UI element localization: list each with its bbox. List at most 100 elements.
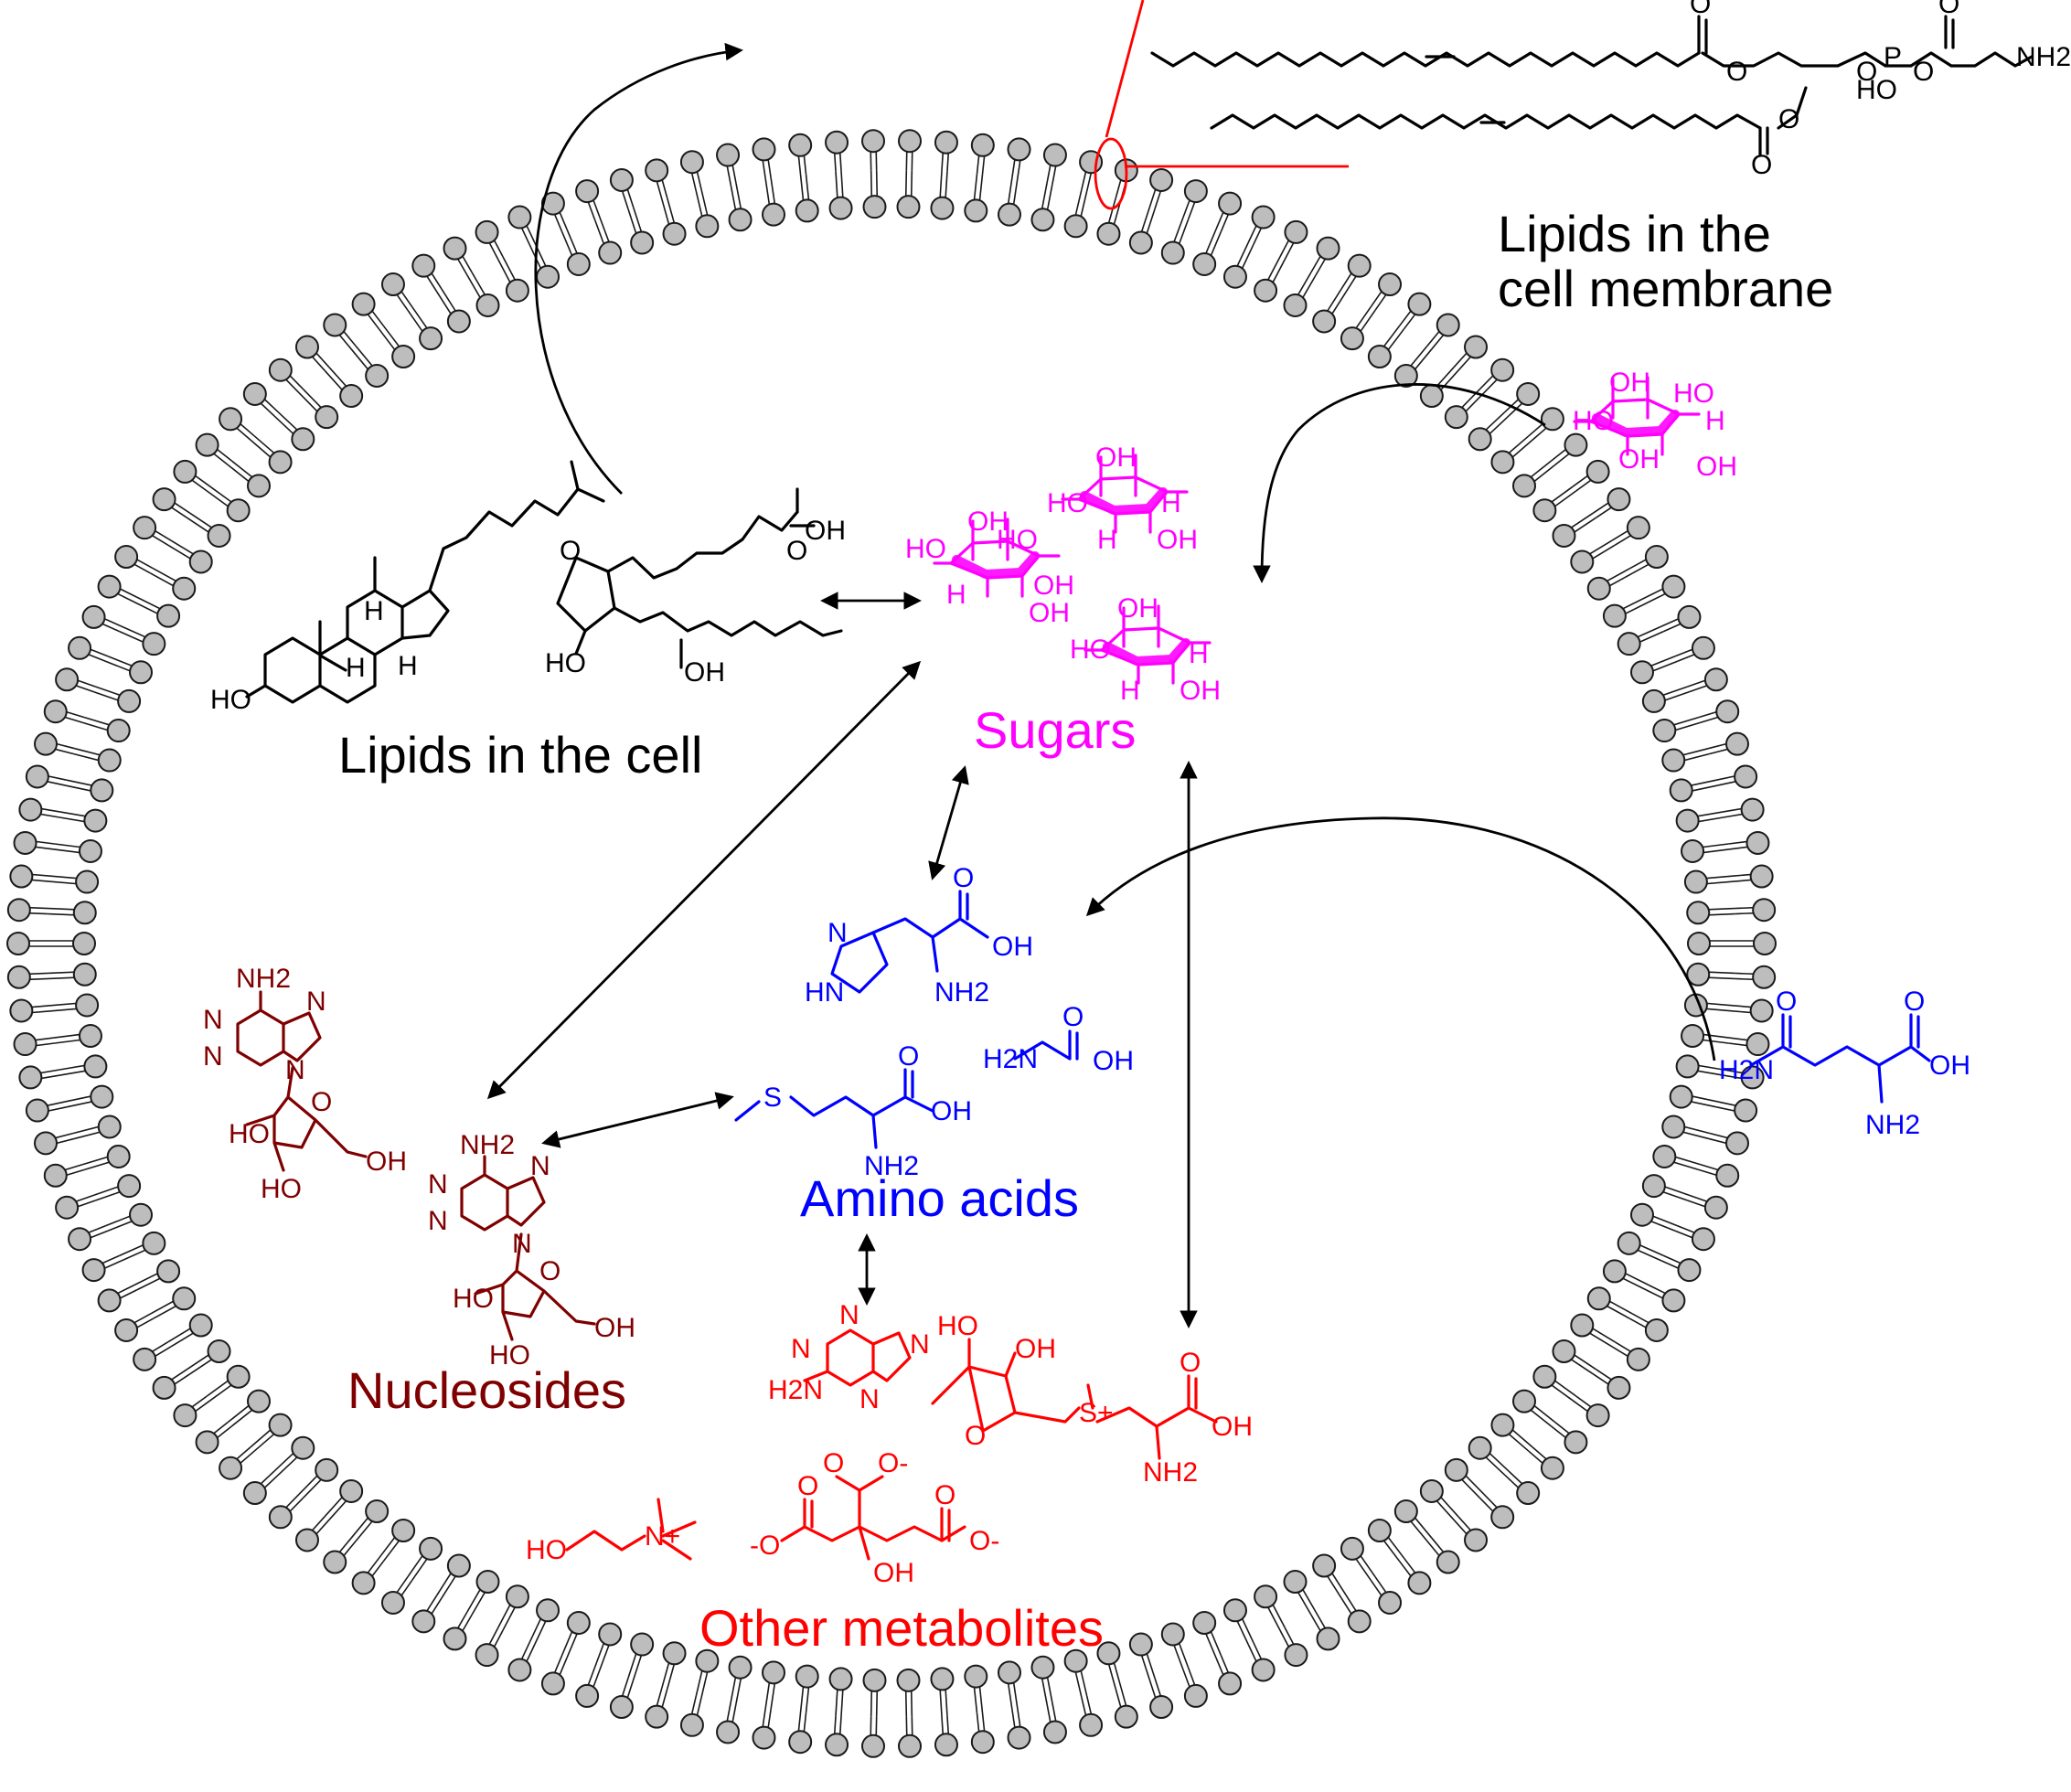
lipid-head — [728, 1655, 753, 1680]
svg-text:N: N — [827, 918, 848, 948]
lipid-head — [1407, 1571, 1432, 1595]
lipid-head — [323, 1550, 347, 1574]
lipid-head — [1160, 240, 1185, 265]
svg-text:O: O — [934, 1480, 955, 1510]
lipid-head — [446, 309, 471, 334]
lipid-head — [1669, 1084, 1693, 1109]
svg-text:OH: OH — [1696, 452, 1737, 482]
svg-text:O: O — [797, 1471, 818, 1501]
lipid-head — [1464, 1528, 1489, 1552]
lipid-head — [97, 574, 122, 599]
arrow-sugars-nucleosides — [486, 660, 922, 1100]
lipid-head — [507, 205, 532, 229]
lipid-head — [1629, 1202, 1654, 1227]
lipid-head — [114, 545, 139, 570]
svg-text:H2N: H2N — [768, 1375, 823, 1405]
lipid-head — [365, 363, 390, 388]
lipid-head — [1367, 1519, 1392, 1543]
svg-text:P: P — [1884, 42, 1902, 72]
svg-text:H: H — [364, 596, 384, 626]
glucose-outside-atoms: OH HO HO H OH OH — [1573, 368, 1737, 482]
lipid-head — [1540, 1456, 1564, 1480]
lipid-head — [268, 450, 293, 475]
lipid-head — [1752, 898, 1777, 923]
lipid-head — [68, 635, 92, 660]
svg-text:N: N — [306, 987, 326, 1017]
lipid-head — [930, 196, 955, 220]
lipid-head — [68, 1227, 92, 1252]
lipid-head — [1007, 137, 1031, 162]
svg-text:O: O — [1776, 987, 1797, 1017]
svg-text:NH2: NH2 — [2016, 42, 2071, 72]
lipid-head — [391, 1519, 416, 1543]
lipid-head — [1347, 1609, 1372, 1634]
lipid-head — [1512, 474, 1537, 498]
svg-text:OH: OH — [1618, 444, 1660, 475]
svg-text:O: O — [1856, 57, 1877, 87]
svg-text:HO: HO — [1070, 635, 1111, 665]
lipid-head — [1641, 1174, 1666, 1199]
lipid-head — [1570, 1313, 1595, 1338]
svg-text:Lipids in the: Lipids in the — [1498, 205, 1771, 262]
lipid-head — [1677, 604, 1702, 629]
label-other-metabolites: Other metabolites — [699, 1599, 1104, 1657]
adenosine-2-atoms: NH2 N N N N O HO HO OH — [428, 1130, 635, 1371]
lipid-head — [970, 1730, 995, 1755]
lipid-head — [219, 1456, 243, 1480]
lipid-head — [1340, 1536, 1364, 1561]
lipid-head — [9, 998, 34, 1023]
lipid-head — [1734, 1098, 1758, 1123]
lipid-head — [1063, 214, 1088, 239]
arrow-sugars-aminoacids — [928, 765, 969, 880]
lipid-head — [1393, 363, 1418, 388]
lipid-head — [172, 1286, 197, 1311]
lipid-head — [75, 869, 100, 894]
lipid-head — [1675, 808, 1700, 833]
svg-text:OH: OH — [1093, 1046, 1134, 1076]
lipid-head — [1644, 545, 1669, 570]
svg-text:N: N — [910, 1329, 930, 1360]
svg-text:H: H — [1161, 488, 1181, 518]
svg-text:NH2: NH2 — [864, 1151, 919, 1181]
sam-atoms: N N H2N N N O HO OH S+ O OH NH2 — [768, 1300, 1253, 1488]
svg-text:N: N — [203, 1041, 223, 1072]
svg-text:O: O — [539, 1256, 560, 1286]
lipid-head — [964, 198, 988, 223]
lipid-head — [862, 1668, 887, 1692]
lipid-head — [97, 1288, 122, 1313]
svg-text:S: S — [763, 1083, 782, 1113]
lipid-head — [133, 1347, 157, 1371]
lipid-head — [18, 1065, 43, 1090]
lipid-head — [1316, 1627, 1340, 1651]
lipid-head — [1686, 962, 1711, 987]
lipid-head — [207, 523, 231, 548]
membrane-lipid-tails — [22, 144, 1761, 1743]
lipid-head — [129, 1202, 154, 1227]
lipid-head — [83, 808, 108, 833]
svg-text:HO: HO — [229, 1119, 270, 1149]
lipid-head — [1378, 1590, 1403, 1615]
lipid-head — [788, 133, 813, 157]
lipid-head — [78, 838, 102, 863]
lipid-head — [1114, 1704, 1138, 1729]
lipid-head — [788, 1730, 813, 1755]
lipid-head — [1586, 576, 1611, 601]
lipid-head — [25, 764, 49, 789]
lipid-head — [1192, 1611, 1217, 1636]
lipid-head — [1691, 1227, 1715, 1252]
svg-text:N: N — [428, 1169, 448, 1200]
glucose-1-atoms: OH HO HO H OH OH — [905, 507, 1074, 628]
arrow-nucleosides-aminoacids — [541, 1092, 734, 1148]
lipid-head — [1752, 965, 1777, 989]
lipid-head — [1740, 797, 1765, 822]
lipid-head — [645, 158, 669, 183]
lipid-head — [339, 1478, 364, 1503]
transport-arrows — [486, 42, 1716, 1328]
lipid-head — [1564, 432, 1588, 457]
lipid-head — [173, 459, 197, 484]
svg-text:NH2: NH2 — [934, 977, 989, 1008]
lipid-head — [1251, 205, 1276, 229]
svg-text:NH2: NH2 — [1143, 1457, 1198, 1488]
lipid-head — [598, 1622, 623, 1647]
svg-text:HO: HO — [453, 1284, 494, 1314]
